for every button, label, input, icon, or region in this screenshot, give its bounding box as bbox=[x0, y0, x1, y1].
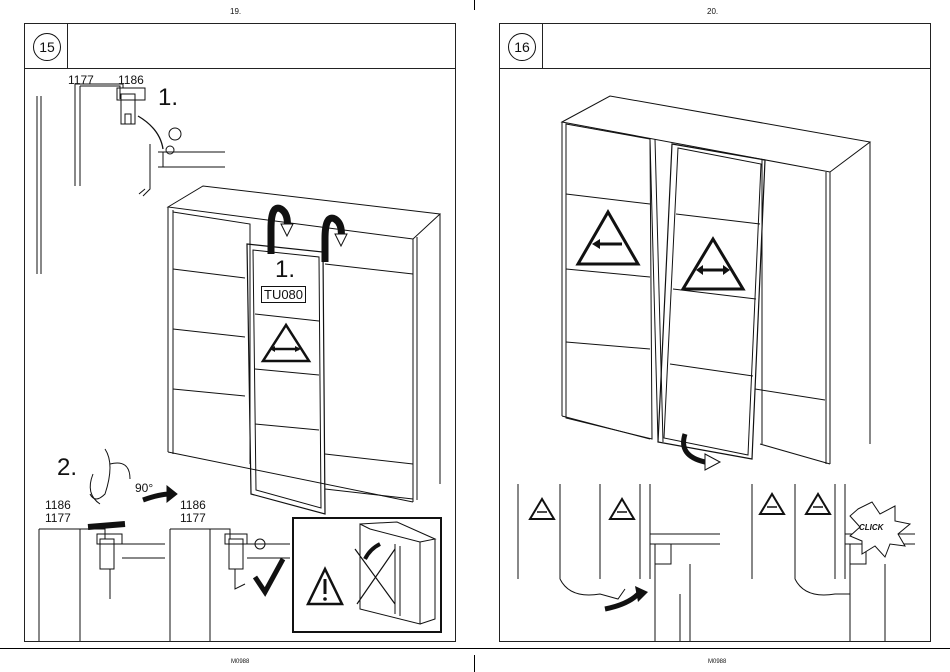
warning-triangle-icon bbox=[263, 325, 309, 361]
step-16-illustration bbox=[500, 24, 930, 641]
rail-label-1186-top: 1186 bbox=[118, 73, 144, 87]
step-2-label: 2. bbox=[57, 454, 77, 482]
rail-label-1177-mid: 1177 bbox=[45, 511, 71, 525]
rail-label-1186-right: 1186 bbox=[180, 498, 206, 512]
step-15-illustration bbox=[25, 24, 455, 641]
rail-label-1177-top: 1177 bbox=[68, 73, 94, 87]
warning-triangle-icon bbox=[578, 212, 638, 264]
rotation-label: 90° bbox=[135, 481, 153, 495]
warning-triangle-icon bbox=[610, 499, 634, 519]
warning-triangle-icon bbox=[806, 494, 830, 514]
page-number-left: 19. bbox=[230, 7, 241, 16]
footer-code-right: M0988 bbox=[708, 659, 726, 665]
checkmark-icon bbox=[255, 559, 283, 592]
part-code-label: TU080 bbox=[261, 286, 306, 303]
warning-triangle-icon bbox=[530, 499, 554, 519]
curved-arrow-icon bbox=[271, 208, 341, 262]
rail-label-1177-right: 1177 bbox=[180, 511, 206, 525]
step-1-top-label: 1. bbox=[158, 84, 178, 112]
page-divider-mark bbox=[474, 0, 475, 10]
warning-triangle-icon bbox=[683, 239, 743, 289]
step-1-door-label: 1. bbox=[275, 256, 295, 284]
step-15-panel: 15 bbox=[24, 23, 456, 642]
step-16-panel: 16 bbox=[499, 23, 931, 642]
rail-label-1186-mid: 1186 bbox=[45, 498, 71, 512]
click-label: CLICK bbox=[859, 523, 883, 532]
page-number-right: 20. bbox=[707, 7, 718, 16]
warning-triangle-icon bbox=[760, 494, 784, 514]
footer-code-left: M0988 bbox=[231, 659, 249, 665]
curved-arrow-icon bbox=[605, 592, 640, 609]
